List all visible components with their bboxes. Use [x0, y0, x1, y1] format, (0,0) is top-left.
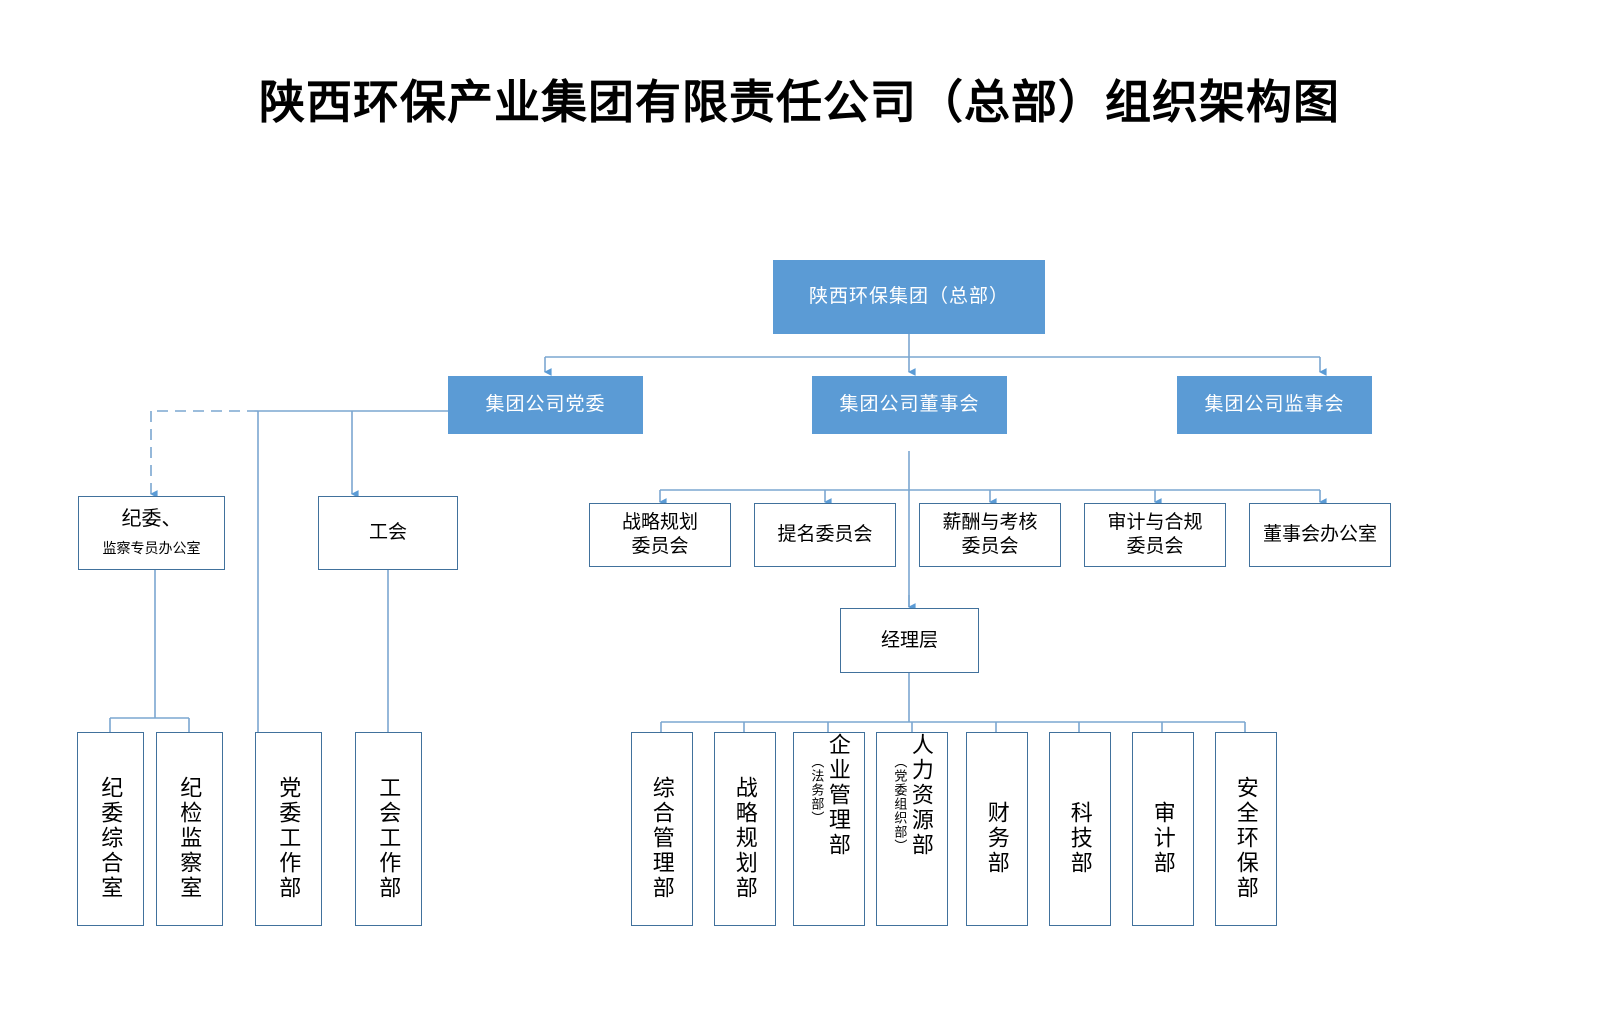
node-dept-finance[interactable]: 财务部	[966, 732, 1028, 926]
node-dept-enterprise-management-label: 企业管理部	[825, 733, 851, 858]
node-dept-discipline-inspection-room[interactable]: 纪检监察室	[156, 732, 223, 926]
node-dept-human-resources-stack: 人力资源部 （党委组织部）	[889, 733, 935, 925]
node-board-of-directors[interactable]: 集团公司董事会	[812, 376, 1007, 434]
node-party-committee-label: 集团公司党委	[485, 394, 606, 416]
node-supervisory-board[interactable]: 集团公司监事会	[1177, 376, 1372, 434]
node-labor-union[interactable]: 工会	[318, 496, 458, 570]
node-audit-committee-line1: 审计与合规	[1107, 512, 1203, 534]
node-dept-audit-label: 审计部	[1150, 800, 1176, 876]
node-dept-enterprise-management-stack: 企业管理部 （法务部）	[806, 733, 852, 925]
node-compensation-appraisal-committee[interactable]: 薪酬与考核 委员会	[919, 503, 1061, 567]
node-group-headquarters-label: 陕西环保集团（总部）	[808, 286, 1009, 308]
node-dept-discipline-general-office-label: 纪委综合室	[98, 775, 124, 901]
node-dept-enterprise-management-sublabel: （法务部）	[809, 755, 825, 825]
node-labor-union-label: 工会	[368, 522, 407, 544]
node-nomination-committee-label: 提名委员会	[777, 524, 873, 546]
node-dept-technology[interactable]: 科技部	[1049, 732, 1111, 926]
node-discipline-line2: 监察专员办公室	[102, 539, 201, 556]
node-management-layer[interactable]: 经理层	[840, 608, 979, 673]
node-strategy-committee-line1: 战略规划	[621, 512, 698, 534]
node-dept-audit[interactable]: 审计部	[1132, 732, 1194, 926]
node-compensation-committee-line1: 薪酬与考核	[942, 512, 1038, 534]
node-board-office[interactable]: 董事会办公室	[1249, 503, 1391, 567]
node-dept-union-work[interactable]: 工会工作部	[355, 732, 422, 926]
node-party-committee[interactable]: 集团公司党委	[448, 376, 643, 434]
node-dept-union-work-label: 工会工作部	[376, 775, 402, 901]
node-discipline-inspection-office[interactable]: 纪委、 监察专员办公室	[78, 496, 225, 570]
node-dept-human-resources[interactable]: 人力资源部 （党委组织部）	[876, 732, 948, 926]
node-dept-general-management-label: 综合管理部	[649, 775, 675, 901]
node-dept-enterprise-management[interactable]: 企业管理部 （法务部）	[793, 732, 865, 926]
node-discipline-line1: 纪委、	[121, 507, 182, 530]
node-strategy-committee-line2: 委员会	[631, 536, 689, 557]
node-dept-technology-label: 科技部	[1067, 800, 1093, 876]
node-audit-committee-line2: 委员会	[1126, 536, 1184, 557]
node-dept-general-management[interactable]: 综合管理部	[631, 732, 693, 926]
node-dept-human-resources-label: 人力资源部	[908, 733, 934, 858]
node-dept-human-resources-sublabel: （党委组织部）	[892, 755, 908, 853]
node-group-headquarters[interactable]: 陕西环保集团（总部）	[773, 260, 1045, 334]
node-board-office-label: 董事会办公室	[1262, 524, 1377, 546]
node-nomination-committee[interactable]: 提名委员会	[754, 503, 896, 567]
node-dept-party-work[interactable]: 党委工作部	[255, 732, 322, 926]
node-dept-strategy-planning[interactable]: 战略规划部	[714, 732, 776, 926]
node-dept-discipline-inspection-room-label: 纪检监察室	[177, 775, 203, 901]
node-audit-compliance-committee[interactable]: 审计与合规 委员会	[1084, 503, 1226, 567]
node-dept-discipline-general-office[interactable]: 纪委综合室	[77, 732, 144, 926]
node-strategy-planning-committee[interactable]: 战略规划 委员会	[589, 503, 731, 567]
node-board-of-directors-label: 集团公司董事会	[839, 394, 980, 416]
node-dept-finance-label: 财务部	[984, 800, 1010, 876]
page-title: 陕西环保产业集团有限责任公司（总部）组织架构图	[259, 77, 1340, 128]
node-dept-strategy-planning-label: 战略规划部	[732, 775, 758, 901]
node-management-layer-label: 经理层	[880, 629, 938, 651]
node-dept-party-work-label: 党委工作部	[276, 775, 302, 901]
node-compensation-committee-line2: 委员会	[961, 536, 1019, 557]
node-supervisory-board-label: 集团公司监事会	[1204, 394, 1345, 416]
node-dept-safety-environment[interactable]: 安全环保部	[1215, 732, 1277, 926]
node-dept-safety-environment-label: 安全环保部	[1233, 775, 1259, 901]
